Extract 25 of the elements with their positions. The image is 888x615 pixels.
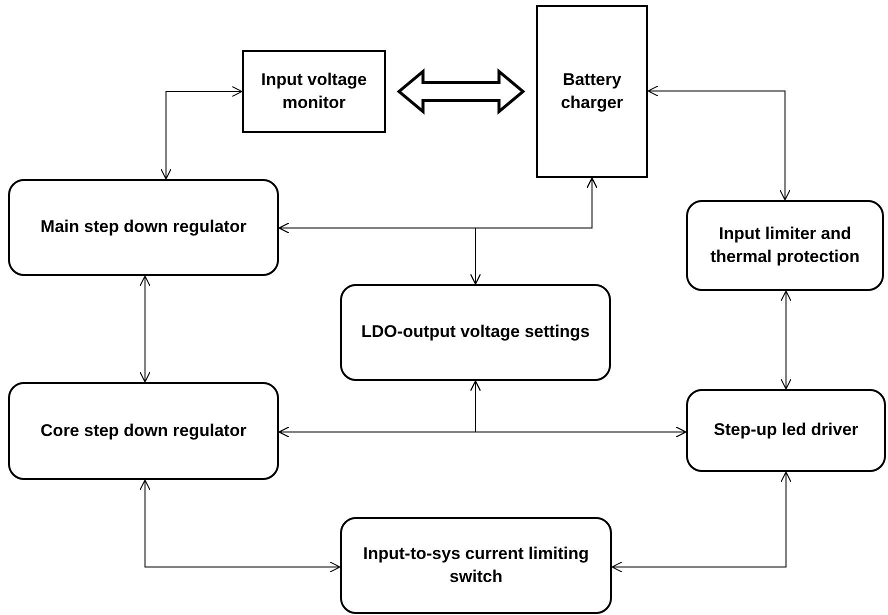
process-box <box>536 5 648 178</box>
rounded-process-box <box>8 179 279 276</box>
connector-arrow <box>612 472 792 572</box>
connector-arrow <box>140 276 150 382</box>
connector-arrow <box>780 290 792 390</box>
connector-arrow <box>140 480 340 572</box>
box-label: LDO-output voltage settings <box>361 321 590 344</box>
connector-arrow <box>470 178 598 284</box>
connector-arrow <box>470 380 686 438</box>
rounded-process-box <box>8 382 279 480</box>
connector-arrow <box>160 86 242 180</box>
box-label: Input-to-sys current limiting switch <box>362 543 590 588</box>
box-label: Input voltage monitor <box>260 69 368 114</box>
box-label: Step-up led driver <box>714 419 858 442</box>
double-block-arrow <box>396 68 526 115</box>
rounded-process-box <box>340 517 612 614</box>
box-label: Battery charger <box>560 69 624 114</box>
process-box <box>242 50 386 133</box>
rounded-process-box <box>340 284 611 381</box>
box-label: Input limiter and thermal protection <box>709 223 861 268</box>
rounded-process-box <box>686 200 884 291</box>
rounded-process-box <box>686 389 886 472</box>
box-label: Core step down regulator <box>40 420 246 442</box>
box-label: Main step down regulator <box>40 216 246 238</box>
connector-arrow <box>648 86 790 200</box>
